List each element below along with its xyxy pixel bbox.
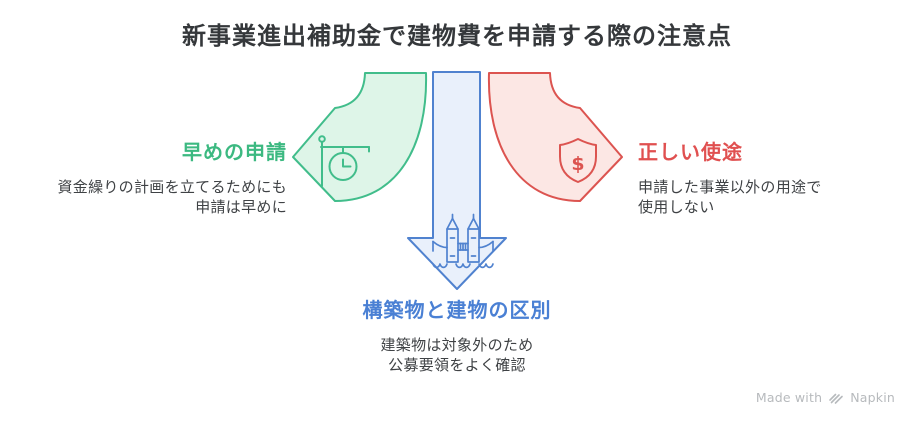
correct-use-heading: 正しい使途 [638, 140, 743, 164]
correct-use-body-line: 使用しない [638, 198, 715, 216]
napkin-logo-icon [829, 393, 844, 404]
tower-bridge-icon [432, 213, 494, 269]
station-clock-icon [318, 135, 370, 187]
early-application-heading: 早めの申請 [182, 140, 287, 164]
building-distinction-body-line: 建築物は対象外のため [380, 336, 534, 354]
section-correct-use: 正しい使途 申請した事業以外の用途で 使用しない [638, 141, 822, 217]
section-building-distinction: 構築物と建物の区別 建築物は対象外のため 公募要領をよく確認 [0, 299, 914, 375]
watermark-text: Made with [755, 390, 823, 405]
early-application-body-line: 資金繰りの計画を立てるためにも [57, 178, 287, 196]
shield-dollar-icon: $ [559, 138, 597, 183]
red-curved-arrow [487, 72, 623, 202]
page-title: 新事業進出補助金で建物費を申請する際の注意点 [182, 22, 732, 50]
dollar-glyph: $ [571, 153, 584, 175]
section-early-application: 早めの申請 資金繰りの計画を立てるためにも 申請は早めに [57, 141, 287, 217]
green-curved-arrow [292, 72, 428, 202]
early-application-body-line: 申請は早めに [195, 198, 287, 216]
napkin-brand-text: Napkin [850, 390, 895, 405]
blue-down-arrow [407, 71, 507, 290]
building-distinction-body-line: 公募要領をよく確認 [388, 356, 526, 374]
correct-use-body-line: 申請した事業以外の用途で [638, 178, 822, 196]
napkin-watermark: Made with Napkin [756, 390, 895, 405]
building-distinction-heading: 構築物と建物の区別 [362, 298, 552, 322]
